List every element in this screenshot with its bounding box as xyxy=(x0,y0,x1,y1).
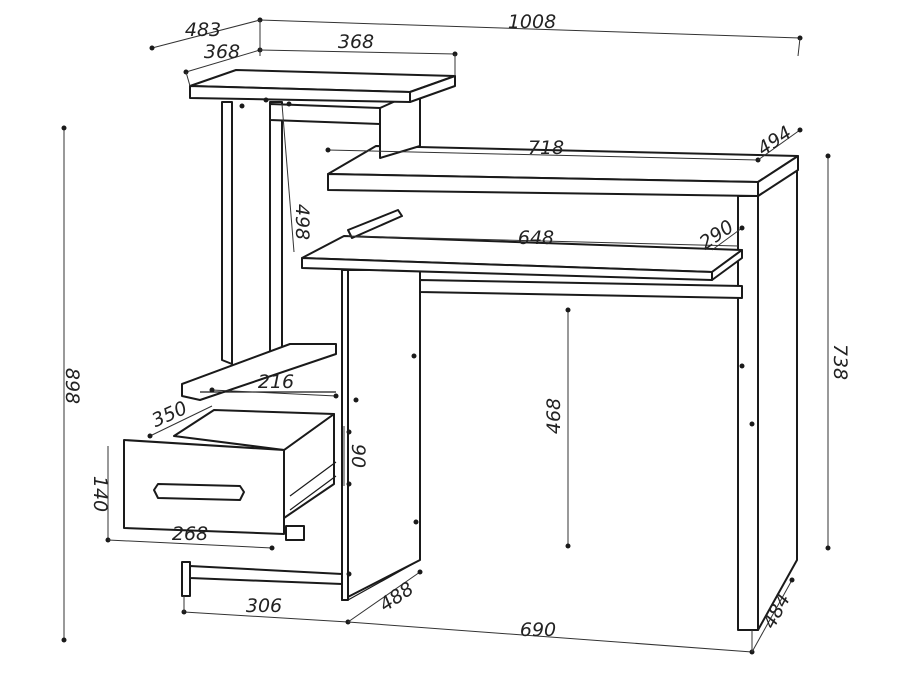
lower-shelf xyxy=(181,343,337,401)
drawer-front-height-label: 140 xyxy=(89,476,111,512)
top-shelf-inner-width-label: 368 xyxy=(338,31,374,53)
desk-top-side xyxy=(757,155,799,197)
drawer-front-width-label: 268 xyxy=(172,523,208,545)
pedestal-base xyxy=(347,559,421,601)
tray-slide-rail xyxy=(347,209,403,239)
drawer-rail xyxy=(289,461,337,511)
knee-space-height-label: 468 xyxy=(543,398,565,434)
keyboard-tray-width-label: 648 xyxy=(518,227,554,249)
top-shelf-side xyxy=(409,75,456,103)
shelf-back-panel xyxy=(269,103,381,125)
assembly-holes xyxy=(239,97,755,577)
overall-width-label: 1008 xyxy=(508,11,556,33)
drawer-handle xyxy=(153,483,245,501)
pedestal-width-label: 306 xyxy=(246,595,282,617)
right-leg-side xyxy=(757,169,798,631)
drawer-inner-width-label: 216 xyxy=(258,371,294,393)
drawer-runner xyxy=(285,525,305,541)
pedestal-front xyxy=(341,269,421,601)
desk-bottom-width-label: 690 xyxy=(520,619,556,641)
keyboard-tray-side xyxy=(711,249,743,281)
overall-height-label: 898 xyxy=(61,368,83,404)
shelf-post-left xyxy=(221,101,233,365)
top-shelf-depth-label: 483 xyxy=(185,19,221,41)
bottom-shelf xyxy=(189,565,343,585)
pedestal-side xyxy=(341,269,349,601)
pedestal-depth-label: 488 xyxy=(375,578,417,617)
drawer-box-top xyxy=(173,409,335,451)
right-leg xyxy=(737,195,759,631)
desk-height-label: 738 xyxy=(829,344,851,380)
drawer-gap-label: 90 xyxy=(347,444,369,468)
bottom-rail xyxy=(181,561,191,597)
shelf-post-back xyxy=(269,101,283,353)
top-shelf-height-label: 498 xyxy=(291,204,313,240)
desk-top-width-label: 718 xyxy=(528,137,564,159)
modesty-panel xyxy=(419,279,743,299)
dimension-lines xyxy=(61,17,831,655)
top-shelf-width-label: 368 xyxy=(204,41,240,63)
